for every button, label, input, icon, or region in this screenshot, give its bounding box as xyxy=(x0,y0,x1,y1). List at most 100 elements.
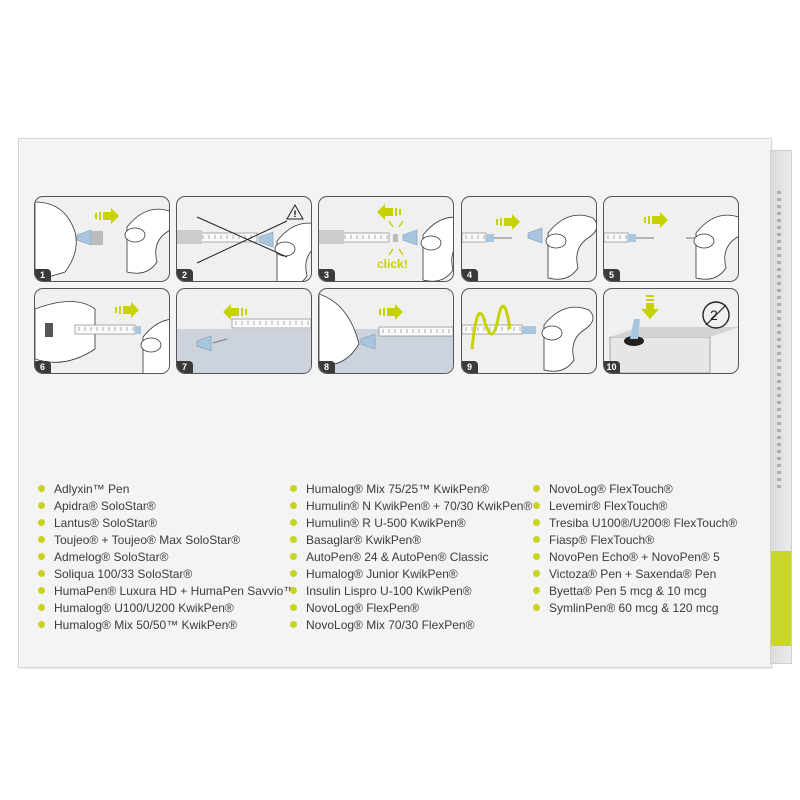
step-number: 6 xyxy=(35,361,51,373)
step-number: 10 xyxy=(604,361,620,373)
bullet-icon xyxy=(38,536,45,543)
pen-name: Insulin Lispro U-100 KwikPen® xyxy=(306,583,472,598)
step-number: 8 xyxy=(319,361,335,373)
step-panel-9: 9 xyxy=(461,288,597,374)
pen-name: NovoLog® FlexTouch® xyxy=(549,481,673,496)
bullet-icon xyxy=(533,519,540,526)
pen-name: Admelog® SoloStar® xyxy=(54,549,169,564)
bullet-icon xyxy=(290,536,297,543)
bullet-icon xyxy=(290,570,297,577)
svg-text:2: 2 xyxy=(710,307,718,323)
side-green-band xyxy=(771,551,791,646)
step-panel-5: 5 xyxy=(603,196,739,282)
step-number: 9 xyxy=(462,361,478,373)
pen-name: Toujeo® + Toujeo® Max SoloStar® xyxy=(54,532,241,547)
pen-list-item: Fiasp® FlexTouch® xyxy=(533,531,737,548)
bullet-icon xyxy=(533,553,540,560)
bullet-icon xyxy=(290,485,297,492)
pen-list-item: Humalog® Junior KwikPen® xyxy=(290,565,532,582)
pen-list-item: Humalog® U100/U200 KwikPen® xyxy=(38,599,295,616)
pen-name: SymlinPen® 60 mcg & 120 mcg xyxy=(549,600,719,615)
recap-on-table-icon xyxy=(177,304,311,373)
pen-list-item: SymlinPen® 60 mcg & 120 mcg xyxy=(533,599,737,616)
bullet-icon xyxy=(38,604,45,611)
pen-list-column-2: Humalog® Mix 75/25™ KwikPen® Humulin® N K… xyxy=(290,480,532,633)
step-panel-8: 8 xyxy=(318,288,454,374)
click-label: click! xyxy=(377,257,408,271)
bullet-icon xyxy=(533,570,540,577)
pen-list-item: Humulin® R U-500 KwikPen® xyxy=(290,514,532,531)
pen-name: Humalog® Mix 50/50™ KwikPen® xyxy=(54,617,238,632)
pen-name: Soliqua 100/33 SoloStar® xyxy=(54,566,193,581)
pen-list-item: Apidra® SoloStar® xyxy=(38,497,295,514)
pen-list-item: Soliqua 100/33 SoloStar® xyxy=(38,565,295,582)
pen-name: Basaglar® KwikPen® xyxy=(306,532,422,547)
pen-name: Humalog® Junior KwikPen® xyxy=(306,566,458,581)
pen-list-item: Byetta® Pen 5 mcg & 10 mcg xyxy=(533,582,737,599)
pen-list-item: HumaPen® Luxura HD + HumaPen Savvio™ xyxy=(38,582,295,599)
bullet-icon xyxy=(290,502,297,509)
attach-needle-icon xyxy=(35,201,169,281)
inject-icon xyxy=(35,301,169,373)
pen-list-item: Basaglar® KwikPen® xyxy=(290,531,532,548)
pen-list-item: Admelog® SoloStar® xyxy=(38,548,295,565)
bullet-icon xyxy=(38,502,45,509)
pen-list-item: Lantus® SoloStar® xyxy=(38,514,295,531)
bullet-icon xyxy=(38,485,45,492)
bullet-icon xyxy=(533,587,540,594)
package-side xyxy=(770,150,792,664)
step-panel-10: 2 10 xyxy=(603,288,739,374)
wrong-angle-warning-icon: ! xyxy=(177,203,311,281)
bullet-icon xyxy=(533,502,540,509)
pen-list-item: Levemir® FlexTouch® xyxy=(533,497,737,514)
bullet-icon xyxy=(290,519,297,526)
bullet-icon xyxy=(38,587,45,594)
pen-name: Humulin® N KwikPen® + 70/30 KwikPen® xyxy=(306,498,533,513)
bullet-icon xyxy=(533,485,540,492)
step-number: 7 xyxy=(177,361,193,373)
pen-name: Levemir® FlexTouch® xyxy=(549,498,668,513)
pen-list-item: NovoLog® FlexPen® xyxy=(290,599,532,616)
push-cap-icon xyxy=(319,293,453,373)
step-panel-7: 7 xyxy=(176,288,312,374)
bullet-icon xyxy=(290,604,297,611)
pen-name: Tresiba U100®/U200® FlexTouch® xyxy=(549,515,738,530)
step-panel-6: 6 xyxy=(34,288,170,374)
click-attach-icon xyxy=(319,204,453,281)
pen-name: Lantus® SoloStar® xyxy=(54,515,158,530)
step-number: 4 xyxy=(462,269,478,281)
pen-list-item: NovoLog® FlexTouch® xyxy=(533,480,737,497)
pen-name: Apidra® SoloStar® xyxy=(54,498,156,513)
pen-name: NovoLog® FlexPen® xyxy=(306,600,420,615)
pen-list-column-3: NovoLog® FlexTouch® Levemir® FlexTouch® Tr… xyxy=(533,480,737,616)
pen-list-item: Victoza® Pen + Saxenda® Pen xyxy=(533,565,737,582)
step-panel-3: click! 3 xyxy=(318,196,454,282)
pen-list-item: AutoPen® 24 & AutoPen® Classic xyxy=(290,548,532,565)
pen-name: Byetta® Pen 5 mcg & 10 mcg xyxy=(549,583,707,598)
pen-list-item: Humalog® Mix 75/25™ KwikPen® xyxy=(290,480,532,497)
remove-inner-cap-icon xyxy=(604,212,738,280)
pen-name: Humalog® U100/U200 KwikPen® xyxy=(54,600,234,615)
bullet-icon xyxy=(290,587,297,594)
svg-text:!: ! xyxy=(294,209,297,219)
pen-name: NovoLog® Mix 70/30 FlexPen® xyxy=(306,617,475,632)
bullet-icon xyxy=(38,553,45,560)
dispose-sharps-icon: 2 xyxy=(609,295,738,373)
unscrew-needle-icon xyxy=(462,304,594,372)
side-print xyxy=(777,191,781,491)
pen-list-item: Adlyxin™ Pen xyxy=(38,480,295,497)
step-panel-4: 4 xyxy=(461,196,597,282)
pen-list-item: Humulin® N KwikPen® + 70/30 KwikPen® xyxy=(290,497,532,514)
pen-name: Fiasp® FlexTouch® xyxy=(549,532,655,547)
bullet-icon xyxy=(533,604,540,611)
pen-name: Humalog® Mix 75/25™ KwikPen® xyxy=(306,481,490,496)
pen-name: AutoPen® 24 & AutoPen® Classic xyxy=(306,549,489,564)
pen-list-item: Toujeo® + Toujeo® Max SoloStar® xyxy=(38,531,295,548)
step-number: 5 xyxy=(604,269,620,281)
step-panel-2: !2 xyxy=(176,196,312,282)
step-number: 3 xyxy=(319,269,335,281)
remove-outer-cap-icon xyxy=(462,214,596,280)
bullet-icon xyxy=(38,570,45,577)
pen-name: Humulin® R U-500 KwikPen® xyxy=(306,515,466,530)
